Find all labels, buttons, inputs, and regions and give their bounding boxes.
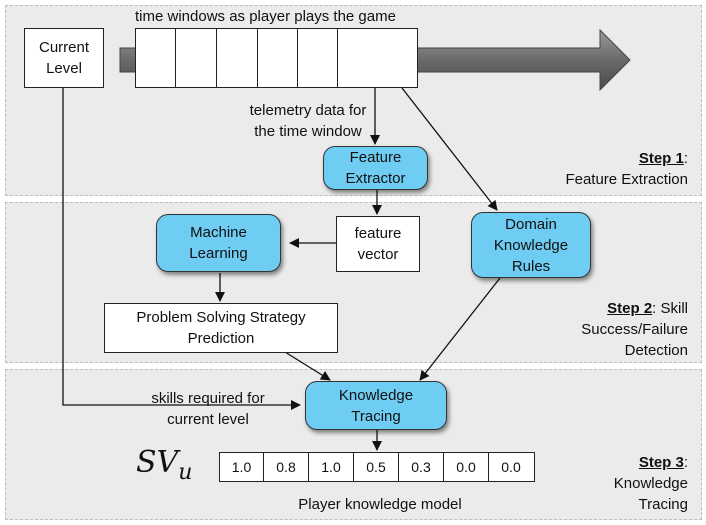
time-windows xyxy=(135,28,418,88)
model-cell: 0.5 xyxy=(354,453,399,481)
model-cell: 1.0 xyxy=(309,453,354,481)
prediction-to-tracing-arrow xyxy=(284,351,331,381)
step1-suffix: : xyxy=(683,150,688,167)
sv-symbol-main: SV xyxy=(136,445,179,480)
step3-suffix: : xyxy=(683,454,688,471)
strategy-prediction-box: Problem Solving Strategy Prediction xyxy=(104,303,338,353)
sv-symbol: SVu xyxy=(136,445,192,485)
model-cell: 0.0 xyxy=(501,459,521,475)
window-to-rules-arrow xyxy=(401,87,498,211)
level-to-tracing-arrow xyxy=(62,88,301,410)
step1-label: Step 1: Feature Extraction xyxy=(565,148,688,190)
time-window xyxy=(258,29,298,87)
sv-symbol-subscript: u xyxy=(178,460,193,485)
timeline-label: time windows as player plays the game xyxy=(135,8,396,25)
step2-title: Step 2 xyxy=(607,300,653,317)
time-window xyxy=(298,29,338,87)
model-cell: 0.3 xyxy=(399,453,444,481)
rules-to-tracing-arrow xyxy=(419,277,501,381)
skills-label: skills required for current level xyxy=(151,390,265,428)
step3-label: Step 3: Knowledge Tracing xyxy=(614,452,688,515)
knowledge-model-vector: 1.0 0.8 1.0 0.5 0.3 0.0 0.0 xyxy=(219,452,535,482)
step3-desc: Knowledge Tracing xyxy=(613,475,688,513)
step1-desc: Feature Extraction xyxy=(565,171,688,188)
model-cell: 0.0 xyxy=(444,453,489,481)
telemetry-label: telemetry data for the time window xyxy=(249,102,367,140)
step2-desc: Success/Failure Detection xyxy=(581,321,688,359)
time-window xyxy=(176,29,217,87)
step2-suffix: : Skill xyxy=(652,300,688,317)
current-level-box: Current Level xyxy=(24,28,104,88)
model-cell: 1.0 xyxy=(220,453,264,481)
model-cell: 0.8 xyxy=(264,453,309,481)
feature-extractor-box: Feature Extractor xyxy=(323,146,428,190)
step2-label: Step 2: Skill Success/Failure Detection xyxy=(581,298,688,361)
model-label: Player knowledge model xyxy=(298,496,462,513)
machine-learning-box: Machine Learning xyxy=(156,214,281,272)
feature-vector-box: feature vector xyxy=(336,216,420,272)
step3-title: Step 3 xyxy=(638,454,684,471)
knowledge-tracing-box: Knowledge Tracing xyxy=(305,381,447,430)
domain-rules-box: Domain Knowledge Rules xyxy=(471,212,591,278)
time-window xyxy=(136,29,176,87)
time-window xyxy=(217,29,258,87)
step1-title: Step 1 xyxy=(638,150,684,167)
